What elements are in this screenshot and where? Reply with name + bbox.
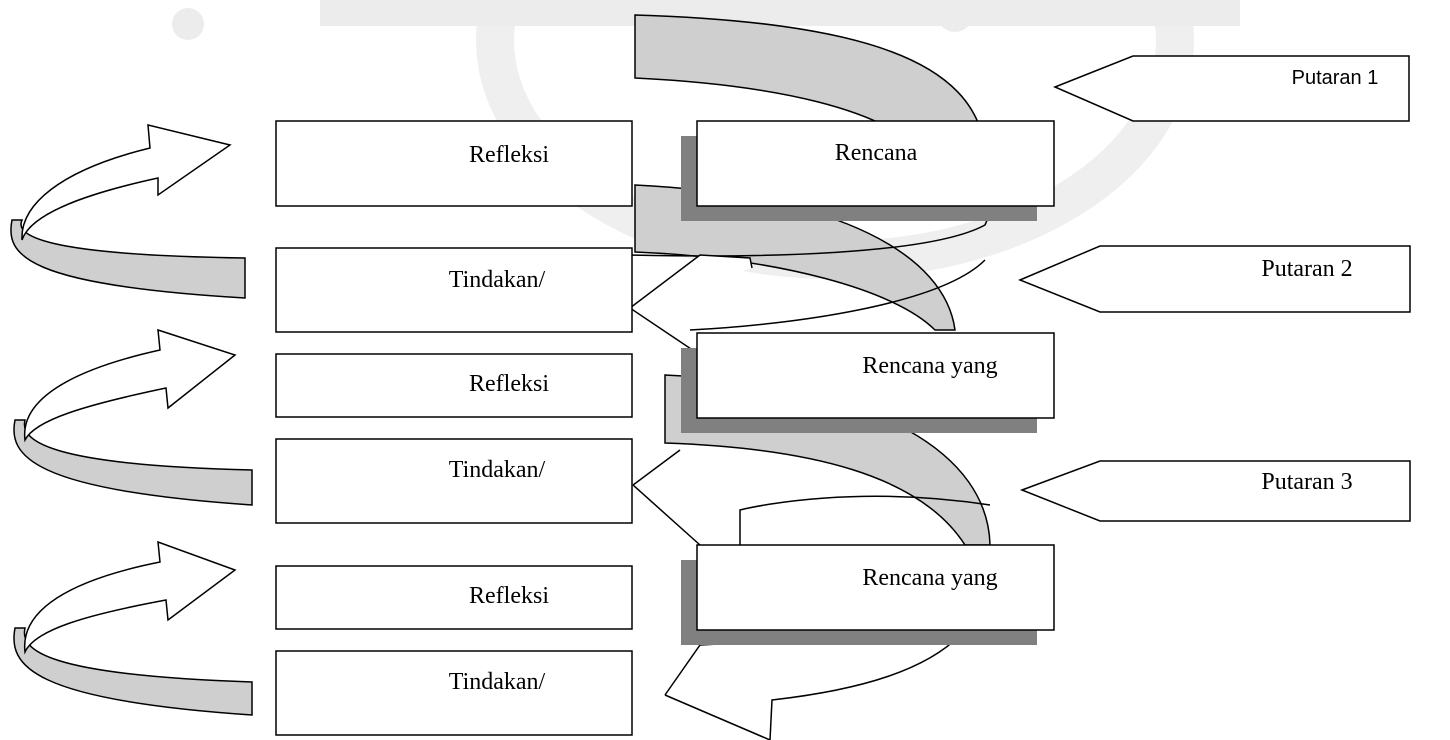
refleksi-label-1: Refleksi [469, 142, 549, 168]
refleksi-label-2: Refleksi [469, 371, 549, 397]
tindakan-box-2 [275, 438, 633, 524]
rencana-box-2: Rencana yang [681, 332, 1055, 433]
tindakan-box-1 [275, 247, 633, 333]
connector-arrow-1 [629, 254, 753, 356]
rencana-label-3: Rencana yang [862, 565, 997, 591]
rencana-box-1: Rencana [681, 120, 1055, 221]
putaran-label-3: Putaran 3 [1261, 469, 1352, 495]
rencana-label-2: Rencana yang [862, 353, 997, 379]
putaran-label-2: Putaran 2 [1261, 256, 1352, 282]
rencana-box-3: Rencana yang [681, 544, 1055, 645]
curved-arrow-2 [13, 328, 253, 506]
putaran-callout-3 [1019, 460, 1411, 522]
putaran-label-1: Putaran 1 [1292, 67, 1379, 89]
curved-arrow-1 [10, 124, 246, 299]
tindakan-label-1: Tindakan/ [449, 267, 546, 293]
putaran-labels: Putaran 1 Putaran 2 Putaran 3 [1261, 67, 1378, 495]
refleksi-box-3 [275, 565, 633, 630]
putaran-callouts [1018, 55, 1411, 522]
tindakan-box-3 [275, 650, 633, 736]
rencana-boxes: Rencana Rencana yang Rencana yang [681, 120, 1055, 645]
connector-arrow-2 [632, 449, 701, 546]
putaran-callout-2 [1018, 245, 1411, 313]
left-curved-arrows [10, 124, 253, 716]
tindakan-label-3: Tindakan/ [449, 669, 546, 695]
tindakan-label-2: Tindakan/ [449, 457, 546, 483]
putaran-callout-1 [1053, 55, 1410, 122]
left-box-labels: Refleksi Tindakan/ Refleksi Tindakan/ Re… [449, 142, 550, 695]
rencana-label-1: Rencana [835, 140, 918, 166]
refleksi-box-1 [275, 120, 633, 207]
refleksi-label-3: Refleksi [469, 583, 549, 609]
refleksi-box-2 [275, 353, 633, 418]
left-boxes [275, 120, 633, 736]
curved-arrow-3 [13, 540, 253, 716]
